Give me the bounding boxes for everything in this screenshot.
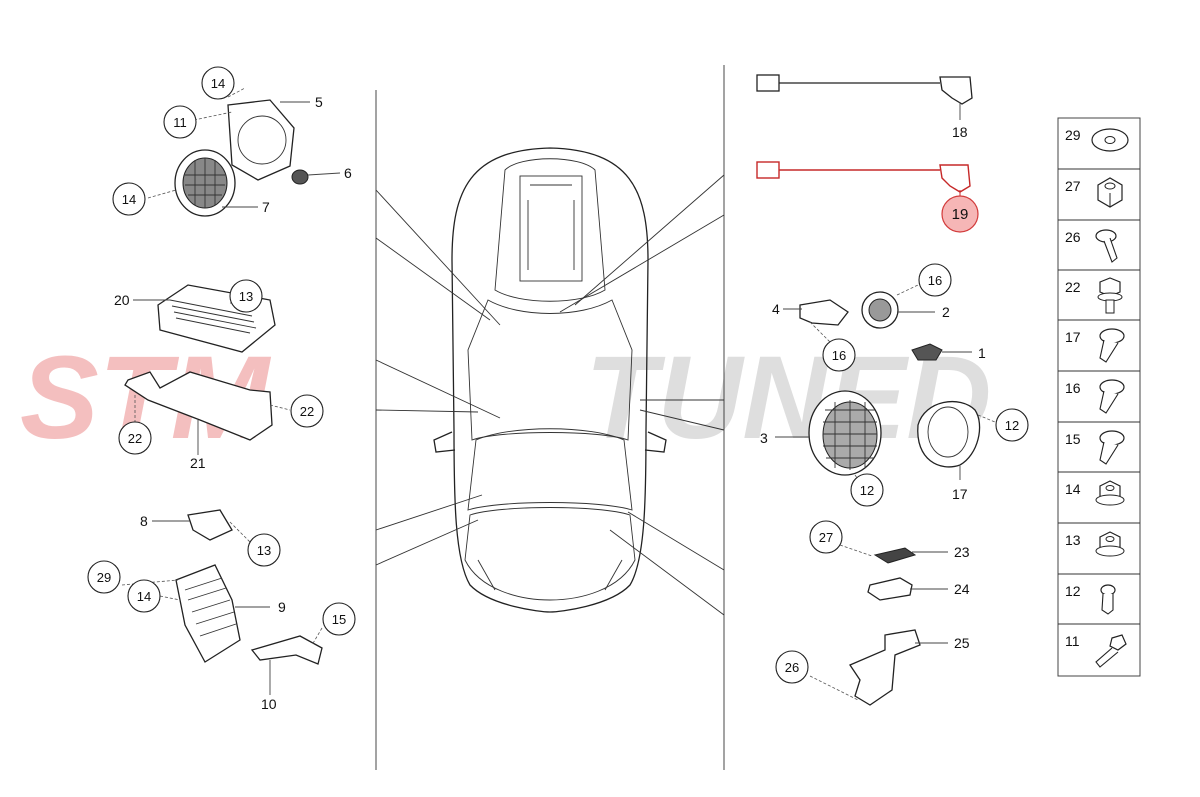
callout-15: 15 — [332, 612, 346, 627]
callout-16: 16 — [832, 348, 846, 363]
callout-26: 26 — [785, 660, 799, 675]
torx-screw-icon — [1099, 379, 1125, 414]
label-9: 9 — [278, 599, 286, 615]
car-top-view — [375, 65, 725, 770]
fastener-number: 29 — [1065, 127, 1081, 143]
label-3: 3 — [760, 430, 768, 446]
fastener-number: 11 — [1065, 633, 1080, 649]
fastener-number: 17 — [1065, 329, 1081, 345]
label-10: 10 — [261, 696, 277, 712]
torx-screw-icon — [1099, 328, 1125, 363]
flange-nut-icon — [1095, 480, 1125, 506]
fastener-number: 13 — [1065, 532, 1081, 548]
bracket-part-4 — [799, 299, 849, 326]
rear-speaker-assembly — [147, 87, 341, 217]
bracket-part-8 — [187, 509, 233, 541]
bracket-part-25 — [849, 629, 921, 706]
fastener-number: 26 — [1065, 229, 1081, 245]
door-speaker-assembly — [775, 390, 996, 486]
hex-bolt-icon — [1095, 634, 1127, 668]
fastener-panel: 29 27 26 22 17 16 15 14 13 12 11 — [1057, 117, 1141, 677]
callout-13: 13 — [257, 543, 271, 558]
callout-14: 14 — [122, 192, 136, 207]
module-part-23 — [873, 547, 917, 564]
label-23: 23 — [954, 544, 970, 560]
usb-cable-part-19-highlighted — [756, 161, 971, 200]
fastener-number: 15 — [1065, 431, 1081, 447]
fastener-number: 12 — [1065, 583, 1081, 599]
callout-29: 29 — [97, 570, 111, 585]
callout-27: 27 — [819, 530, 833, 545]
usb-cable-part-18 — [756, 74, 973, 120]
label-6: 6 — [344, 165, 352, 181]
flange-screw-icon — [1097, 277, 1123, 314]
control-unit-part-9 — [175, 564, 241, 663]
label-5: 5 — [315, 94, 323, 110]
callout-13: 13 — [239, 289, 253, 304]
screw-icon — [1095, 229, 1118, 263]
callout-22: 22 — [300, 404, 314, 419]
callout-19: 19 — [952, 206, 969, 223]
callout-12: 12 — [1005, 418, 1019, 433]
torx-screw-icon — [1099, 430, 1125, 465]
short-screw-icon — [1100, 584, 1116, 615]
bracket-part-21 — [124, 371, 273, 441]
label-7: 7 — [262, 199, 270, 215]
label-24: 24 — [954, 581, 970, 597]
callout-22: 22 — [128, 431, 142, 446]
label-4: 4 — [772, 301, 780, 317]
sensor-holder-assembly — [809, 544, 948, 706]
callout-14: 14 — [211, 76, 225, 91]
label-18: 18 — [952, 124, 968, 140]
small-connector-part-6 — [291, 169, 309, 185]
callout-14: 14 — [137, 589, 151, 604]
fastener-number: 14 — [1065, 481, 1081, 497]
washer-icon — [1091, 128, 1129, 152]
hex-nut-icon — [1097, 177, 1123, 208]
label-20: 20 — [114, 292, 130, 308]
label-8: 8 — [140, 513, 148, 529]
label-2: 2 — [942, 304, 950, 320]
flange-nut-icon — [1095, 531, 1125, 557]
callout-16: 16 — [928, 273, 942, 288]
clip-part-1 — [911, 343, 943, 361]
label-17: 17 — [952, 486, 968, 502]
tweeter-assembly — [783, 284, 972, 361]
holder-part-24 — [867, 577, 913, 601]
bracket-part-10 — [250, 635, 323, 665]
highlight-callout-19 — [941, 195, 979, 233]
fastener-number: 27 — [1065, 178, 1081, 194]
fastener-number: 16 — [1065, 380, 1081, 396]
label-1: 1 — [978, 345, 986, 361]
label-25: 25 — [954, 635, 970, 651]
control-unit-assembly — [121, 509, 323, 695]
callout-12: 12 — [860, 483, 874, 498]
callouts: 14 5 11 6 14 7 20 13 22 22 21 8 13 29 14… — [87, 66, 1029, 712]
fastener-number: 22 — [1065, 279, 1081, 295]
label-21: 21 — [190, 455, 206, 471]
speaker-bracket-part-5 — [227, 99, 295, 181]
callout-11: 11 — [173, 115, 187, 130]
